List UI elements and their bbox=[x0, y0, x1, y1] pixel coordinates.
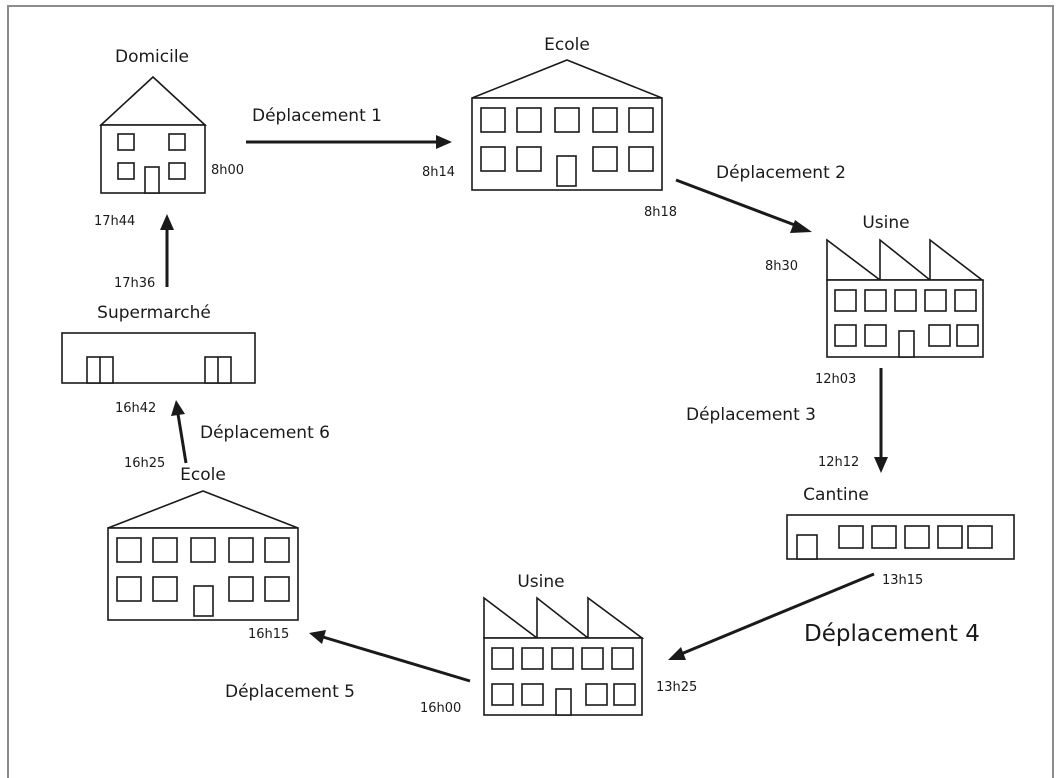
place-label-domicile: Domicile bbox=[115, 47, 189, 67]
time-super-depart: 17h36 bbox=[114, 276, 155, 291]
supermarche-building-icon bbox=[61, 332, 256, 384]
time-ecole2-arrivee: 16h15 bbox=[248, 627, 289, 642]
arrow-deplacement-3 bbox=[874, 368, 888, 473]
usine-bottom-factory-icon bbox=[483, 596, 645, 716]
time-ecole-arrivee: 8h14 bbox=[422, 165, 455, 180]
arrow-supermarche-to-domicile bbox=[160, 214, 174, 287]
time-ecole2-depart: 16h25 bbox=[124, 456, 165, 471]
place-label-usine-bottom: Usine bbox=[517, 572, 564, 592]
time-domicile-arrivee: 17h44 bbox=[94, 214, 135, 229]
ecole-top-building-icon bbox=[471, 59, 663, 191]
place-label-ecole-top: Ecole bbox=[544, 35, 590, 55]
label-deplacement-1: Déplacement 1 bbox=[252, 106, 382, 126]
time-cantine-arrivee: 12h12 bbox=[818, 455, 859, 470]
time-domicile-depart: 8h00 bbox=[211, 163, 244, 178]
time-cantine-depart: 13h15 bbox=[882, 573, 923, 588]
label-deplacement-3: Déplacement 3 bbox=[686, 405, 816, 425]
arrow-deplacement-1 bbox=[246, 135, 452, 149]
time-usine2-arrivee: 13h25 bbox=[656, 680, 697, 695]
usine-right-factory-icon bbox=[826, 238, 985, 358]
time-usine2-depart: 16h00 bbox=[420, 701, 461, 716]
place-label-ecole-left: Ecole bbox=[180, 465, 226, 485]
cantine-building-icon bbox=[786, 514, 1015, 560]
time-ecole-depart: 8h18 bbox=[644, 205, 677, 220]
arrow-deplacement-6 bbox=[171, 400, 188, 464]
arrow-deplacement-5 bbox=[309, 630, 471, 683]
place-label-usine-right: Usine bbox=[862, 213, 909, 233]
label-deplacement-6: Déplacement 6 bbox=[200, 423, 330, 443]
label-deplacement-2: Déplacement 2 bbox=[716, 163, 846, 183]
domicile-house-icon bbox=[98, 75, 208, 194]
arrow-deplacement-4 bbox=[668, 572, 875, 660]
ecole-left-building-icon bbox=[107, 490, 299, 621]
time-usine-arrivee: 8h30 bbox=[765, 259, 798, 274]
time-super-arrivee: 16h42 bbox=[115, 401, 156, 416]
place-label-cantine: Cantine bbox=[803, 485, 869, 505]
label-deplacement-4: Déplacement 4 bbox=[804, 621, 980, 647]
arrow-deplacement-2 bbox=[675, 178, 812, 233]
time-usine-depart: 12h03 bbox=[815, 372, 856, 387]
place-label-supermarche: Supermarché bbox=[97, 303, 211, 323]
label-deplacement-5: Déplacement 5 bbox=[225, 682, 355, 702]
